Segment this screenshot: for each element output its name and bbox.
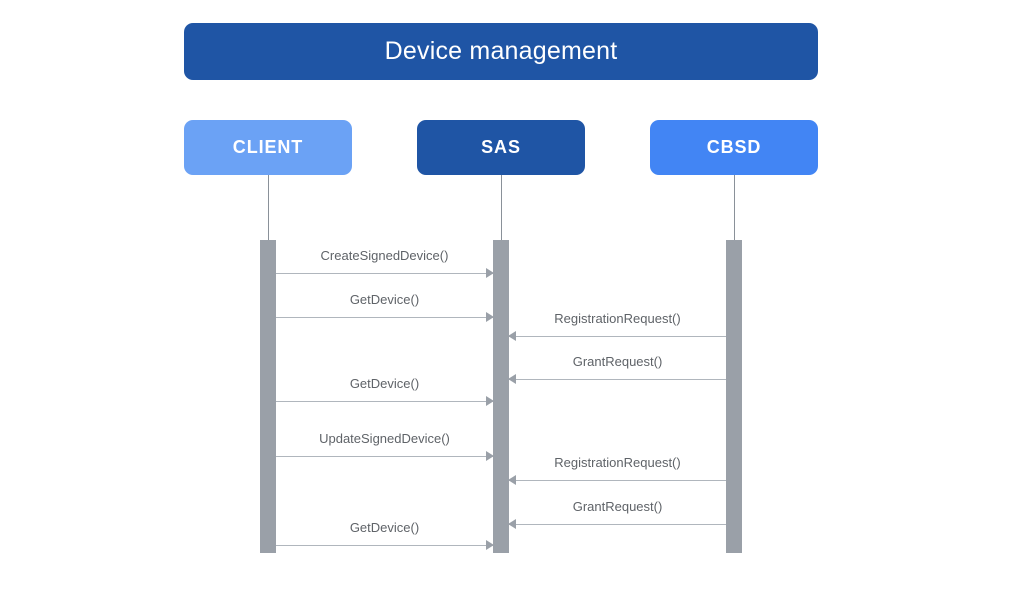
activation-bar-client <box>260 240 276 553</box>
message-label: RegistrationRequest() <box>554 455 681 470</box>
arrow-head-right-icon <box>486 312 494 322</box>
arrow-head-left-icon <box>508 331 516 341</box>
message-line <box>276 317 493 318</box>
message-line <box>276 401 493 402</box>
diagram-title-bar: Device management <box>184 23 818 80</box>
message-label: UpdateSignedDevice() <box>319 431 450 446</box>
message-line <box>276 273 493 274</box>
participant-cbsd[interactable]: CBSD <box>650 120 818 175</box>
participant-client[interactable]: CLIENT <box>184 120 352 175</box>
participant-label: CBSD <box>706 137 762 157</box>
participant-label: SAS <box>481 137 521 157</box>
participant-label: CLIENT <box>232 137 304 157</box>
message-client-to-sas[interactable]: GetDevice() <box>276 520 494 554</box>
message-line <box>509 379 726 380</box>
message-client-to-sas[interactable]: UpdateSignedDevice() <box>276 431 494 465</box>
message-cbsd-to-sas[interactable]: GrantRequest() <box>508 354 726 388</box>
participant-sas[interactable]: SAS <box>417 120 585 175</box>
message-label: GetDevice() <box>349 520 420 535</box>
arrow-head-right-icon <box>486 396 494 406</box>
arrow-head-right-icon <box>486 268 494 278</box>
message-line <box>276 545 493 546</box>
lifeline-cbsd <box>734 175 735 240</box>
message-label: RegistrationRequest() <box>554 311 681 326</box>
message-cbsd-to-sas[interactable]: RegistrationRequest() <box>508 455 726 489</box>
message-line <box>276 456 493 457</box>
lifeline-sas <box>501 175 502 240</box>
message-client-to-sas[interactable]: GetDevice() <box>276 376 494 410</box>
message-client-to-sas[interactable]: GetDevice() <box>276 292 494 326</box>
message-client-to-sas[interactable]: CreateSignedDevice() <box>276 248 494 282</box>
message-line <box>509 336 726 337</box>
message-cbsd-to-sas[interactable]: RegistrationRequest() <box>508 311 726 345</box>
arrow-head-left-icon <box>508 519 516 529</box>
message-line <box>509 480 726 481</box>
activation-bar-cbsd <box>726 240 742 553</box>
arrow-head-left-icon <box>508 374 516 384</box>
lifeline-client <box>268 175 269 240</box>
message-label: CreateSignedDevice() <box>320 248 449 263</box>
message-label: GetDevice() <box>349 292 420 307</box>
message-line <box>509 524 726 525</box>
message-label: GrantRequest() <box>572 499 663 514</box>
message-label: GetDevice() <box>349 376 420 391</box>
arrow-head-left-icon <box>508 475 516 485</box>
diagram-title-text: Device management <box>384 37 618 65</box>
arrow-head-right-icon <box>486 451 494 461</box>
message-cbsd-to-sas[interactable]: GrantRequest() <box>508 499 726 533</box>
message-label: GrantRequest() <box>572 354 663 369</box>
activation-bar-sas <box>493 240 509 553</box>
arrow-head-right-icon <box>486 540 494 550</box>
